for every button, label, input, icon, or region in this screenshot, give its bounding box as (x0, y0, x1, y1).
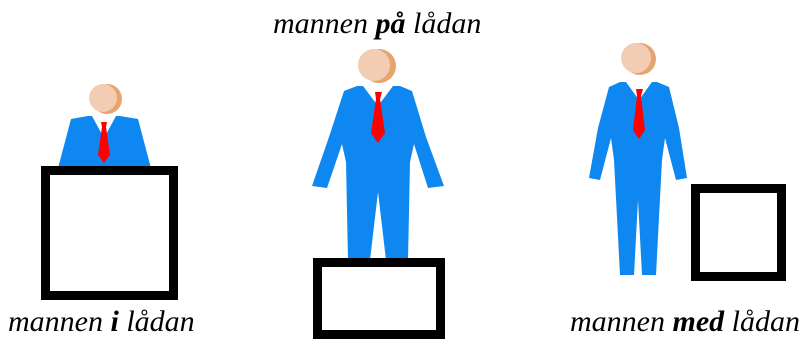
box-under-man (313, 258, 445, 339)
man-with-box (589, 43, 786, 281)
box-beside-man (691, 184, 786, 281)
man-with-box-suit (589, 82, 687, 275)
man-on-box-head (358, 49, 396, 83)
man-on-box (312, 49, 445, 339)
caption-man-on-box-suffix: lådan (405, 7, 482, 40)
man-in-box-torso (57, 116, 152, 172)
man-with-box-head (621, 43, 656, 75)
caption-man-with-box-prefix: mannen (570, 305, 673, 338)
caption-man-on-box: mannen på lådan (273, 9, 481, 39)
box-enclosing-man (41, 166, 178, 300)
man-on-box-suit (312, 86, 444, 260)
caption-man-on-box-prefix: mannen (273, 7, 376, 40)
caption-man-in-box-preposition: i (110, 305, 119, 338)
caption-man-on-box-preposition: på (375, 7, 406, 40)
caption-man-with-box: mannen med lådan (570, 307, 800, 337)
caption-man-in-box: mannen i lådan (8, 307, 195, 337)
man-in-box-head (89, 84, 122, 114)
caption-man-in-box-prefix: mannen (8, 305, 111, 338)
caption-man-in-box-suffix: lådan (118, 305, 195, 338)
caption-man-with-box-suffix: lådan (724, 305, 800, 338)
caption-man-with-box-preposition: med (672, 305, 725, 338)
man-in-box (41, 84, 178, 300)
